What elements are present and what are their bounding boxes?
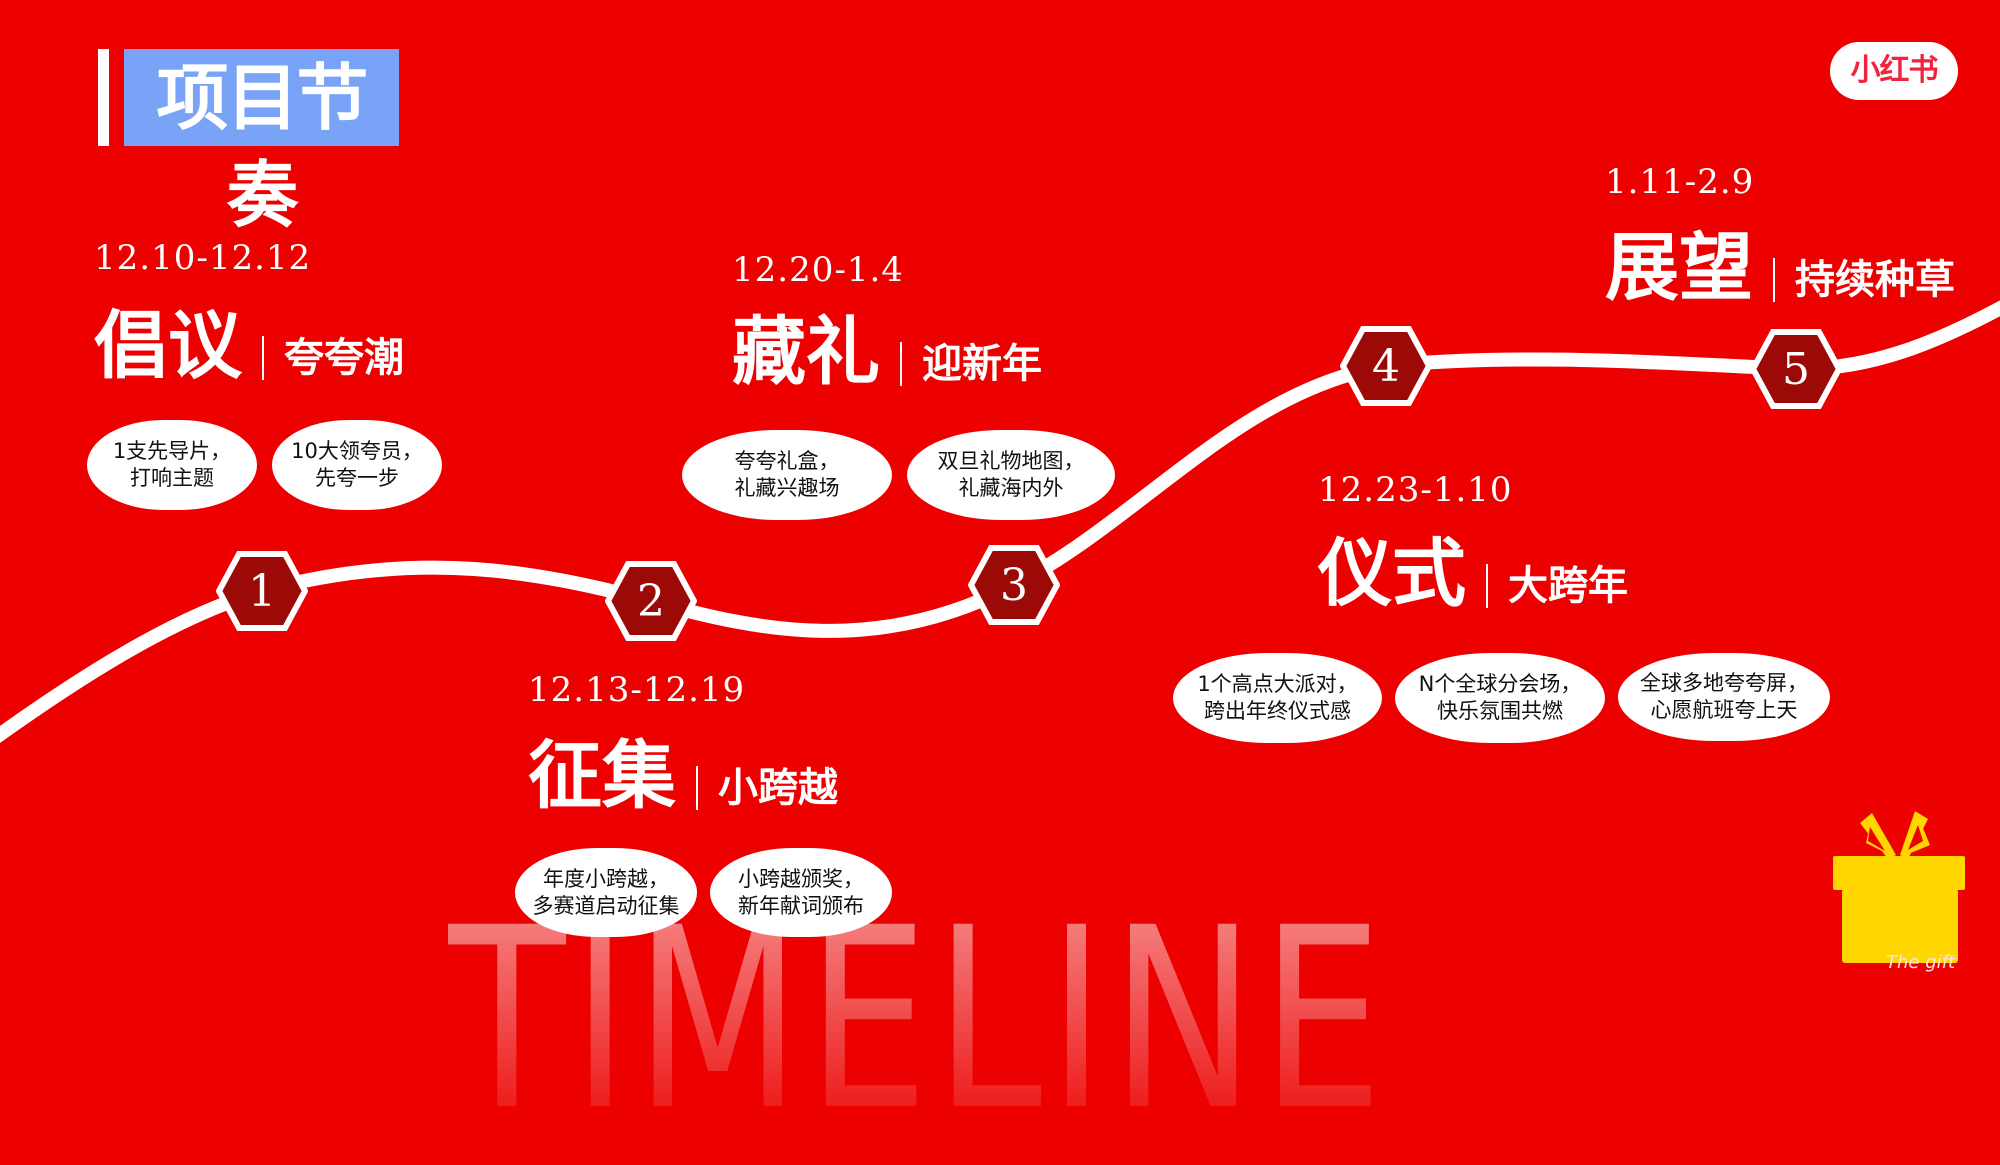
hexagon-icon <box>605 561 697 641</box>
phase-4-item-3: 全球多地夸夸屏， 心愿航班夸上天 <box>1618 653 1830 741</box>
item-line: 礼藏海内外 <box>958 476 1064 500</box>
hexagon-icon <box>1750 329 1842 409</box>
divider <box>1773 258 1775 302</box>
phase-2-item-1: 年度小跨越， 多赛道启动征集 <box>515 848 697 937</box>
item-line: N个全球分会场， <box>1418 672 1582 696</box>
item-line: 先夸一步 <box>315 466 399 490</box>
gift-box-icon <box>1833 811 1965 963</box>
phase-subtitle: 迎新年 <box>922 340 1042 387</box>
phase-4-item-2: N个全球分会场， 快乐氛围共燃 <box>1395 653 1605 743</box>
step-number: 5 <box>1782 343 1810 395</box>
step-number: 3 <box>1000 559 1028 611</box>
step-marker-3: 3 <box>968 545 1060 625</box>
title-accent-bar <box>98 49 109 146</box>
phase-4-item-1: 1个高点大派对， 跨出年终仪式感 <box>1173 653 1382 743</box>
step-number: 1 <box>248 565 276 617</box>
phase-3-heading: 藏礼 迎新年 <box>732 312 1042 392</box>
hexagon-icon <box>216 551 308 631</box>
phase-1-item-1: 1支先导片， 打响主题 <box>87 420 257 510</box>
item-line: 礼藏兴趣场 <box>734 476 840 500</box>
item-line: 夸夸礼盒， <box>734 449 840 473</box>
phase-3-date: 12.20-1.4 <box>732 250 904 290</box>
phase-2-heading: 征集 小跨越 <box>528 736 838 816</box>
timeline-watermark: TIMELINE <box>448 874 1390 1165</box>
phase-3-item-1: 夸夸礼盒， 礼藏兴趣场 <box>682 430 892 520</box>
phase-title: 征集 <box>528 733 676 819</box>
phase-3-item-2: 双旦礼物地图， 礼藏海内外 <box>907 430 1115 520</box>
item-line: 快乐氛围共燃 <box>1437 699 1563 723</box>
step-marker-4: 4 <box>1340 326 1432 406</box>
divider <box>900 342 902 386</box>
step-marker-1: 1 <box>216 551 308 631</box>
item-line: 10大领夸员， <box>291 439 423 463</box>
phase-subtitle: 小跨越 <box>718 764 838 811</box>
item-line: 全球多地夸夸屏， <box>1640 671 1808 695</box>
item-line: 1支先导片， <box>112 439 232 463</box>
phase-subtitle: 持续种草 <box>1795 256 1955 303</box>
item-line: 跨出年终仪式感 <box>1204 699 1351 723</box>
phase-5-heading: 展望 持续种草 <box>1605 228 1955 308</box>
divider <box>262 336 264 380</box>
phase-1-date: 12.10-12.12 <box>94 238 312 278</box>
phase-title: 藏礼 <box>732 309 880 395</box>
item-line: 打响主题 <box>130 466 214 490</box>
phase-title: 展望 <box>1605 225 1753 311</box>
hexagon-icon <box>968 545 1060 625</box>
divider <box>1486 564 1488 608</box>
phase-2-item-2: 小跨越颁奖， 新年献词颁布 <box>710 848 892 937</box>
divider <box>696 766 698 810</box>
phase-subtitle: 夸夸潮 <box>284 334 404 381</box>
step-number: 4 <box>1372 340 1400 392</box>
step-number: 2 <box>637 575 665 627</box>
gift-caption: The gift <box>1886 952 1956 973</box>
item-line: 小跨越颁奖， <box>738 866 864 891</box>
item-line: 心愿航班夸上天 <box>1650 698 1798 722</box>
phase-4-heading: 仪式 大跨年 <box>1318 534 1628 614</box>
step-marker-5: 5 <box>1750 329 1842 409</box>
item-line: 年度小跨越， <box>543 866 669 891</box>
phase-2-date: 12.13-12.19 <box>528 670 746 710</box>
phase-1-heading: 倡议 夸夸潮 <box>94 306 404 386</box>
phase-1-item-2: 10大领夸员， 先夸一步 <box>272 420 442 510</box>
phase-subtitle: 大跨年 <box>1508 562 1628 609</box>
item-line: 多赛道启动征集 <box>532 893 680 918</box>
item-line: 双旦礼物地图， <box>937 449 1085 473</box>
phase-title: 仪式 <box>1318 531 1466 617</box>
page-title: 项目节奏 <box>156 55 368 237</box>
phase-5-date: 1.11-2.9 <box>1605 162 1755 202</box>
title-highlight <box>124 49 399 146</box>
item-line: 1个高点大派对， <box>1197 672 1358 696</box>
hexagon-icon <box>1340 326 1432 406</box>
step-marker-2: 2 <box>605 561 697 641</box>
phase-4-date: 12.23-1.10 <box>1318 470 1513 510</box>
phase-title: 倡议 <box>94 303 242 389</box>
item-line: 新年献词颁布 <box>738 893 864 918</box>
xiaohongshu-logo: 小红书 <box>1830 42 1958 100</box>
